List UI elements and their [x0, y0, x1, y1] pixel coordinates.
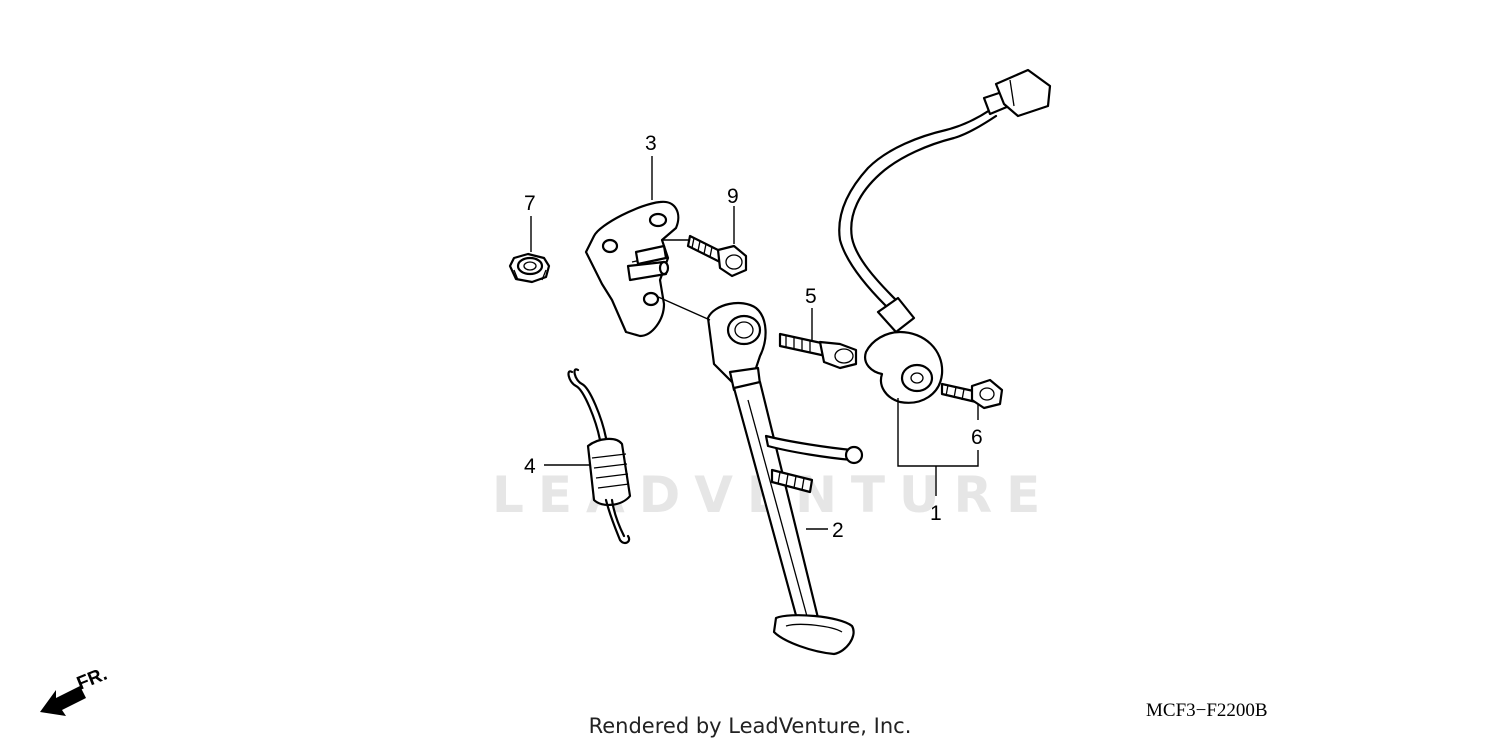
part-2-side-stand[interactable] [706, 301, 864, 656]
part-5-pivot-bolt[interactable] [778, 332, 858, 370]
part-6-bolt[interactable] [940, 378, 1004, 410]
leader-lines [530, 156, 979, 530]
part-3-bracket[interactable] [584, 200, 680, 338]
callout-4: 4 [524, 455, 536, 478]
fr-label: FR. [74, 664, 110, 695]
callout-3: 3 [645, 132, 657, 155]
part-1-side-stand-switch[interactable] [838, 68, 1052, 404]
front-direction-arrow-icon: FR. [40, 664, 110, 716]
callout-5: 5 [805, 285, 817, 308]
callout-2: 2 [832, 519, 844, 542]
part-4-spring[interactable] [567, 368, 632, 545]
part-7-nut[interactable] [508, 252, 551, 284]
render-credit: Rendered by LeadVenture, Inc. [588, 714, 912, 738]
diagram-code: MCF3−F2200B [1146, 700, 1268, 721]
callout-6: 6 [971, 426, 983, 449]
callout-9: 9 [727, 185, 739, 208]
callout-7: 7 [524, 192, 536, 215]
part-9-bolt[interactable] [686, 234, 748, 278]
callout-1: 1 [930, 502, 942, 525]
